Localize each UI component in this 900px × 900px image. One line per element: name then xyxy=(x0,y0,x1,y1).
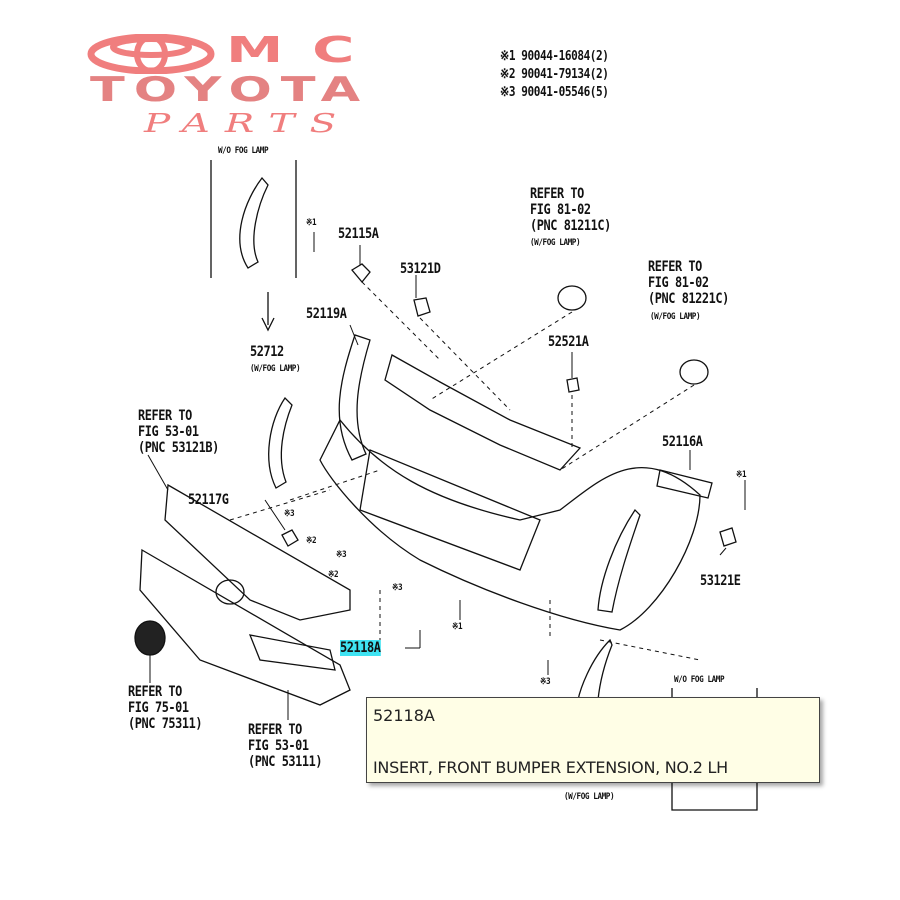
fastener-note-3: ※3 90041-05546(5) xyxy=(500,85,609,100)
fastener-note-2: ※2 90041-79134(2) xyxy=(500,67,609,82)
ref-81211c-line1: REFER TO xyxy=(530,186,584,202)
toyota-emblem-icon xyxy=(87,34,215,74)
part-52116A[interactable]: 52116A xyxy=(662,434,703,450)
part-52119A[interactable]: 52119A xyxy=(306,306,347,322)
label-wo-fog-lamp-top: W/O FOG LAMP xyxy=(218,146,269,156)
ref-53121b-line1: REFER TO xyxy=(138,408,192,424)
ref-81221c-line4: (W/FOG LAMP) xyxy=(650,312,701,322)
part-53121E[interactable]: 53121E xyxy=(700,573,741,589)
part-52712-note: (W/FOG LAMP) xyxy=(250,364,301,374)
part-52521A[interactable]: 52521A xyxy=(548,334,589,350)
ref-53121b-line3: (PNC 53121B) xyxy=(138,440,219,456)
ref-81211c-line4: (W/FOG LAMP) xyxy=(530,238,581,248)
ref-81221c-line3: (PNC 81221C) xyxy=(648,291,729,307)
logo-toyota: TOYOTA xyxy=(90,70,370,110)
label-mark3-c: ※3 xyxy=(392,583,403,593)
logo-mc: MC xyxy=(226,30,384,71)
label-mark3-a: ※3 xyxy=(284,509,295,519)
ref-81221c-line1: REFER TO xyxy=(648,259,702,275)
part-52712[interactable]: 52712 xyxy=(250,344,284,360)
ref-75311-line3: (PNC 75311) xyxy=(128,716,203,732)
ref-75311-line1: REFER TO xyxy=(128,684,182,700)
ref-53111-line2: FIG 53-01 xyxy=(248,738,309,754)
part-tooltip: 52118A INSERT, FRONT BUMPER EXTENSION, N… xyxy=(366,697,820,783)
part-52118A[interactable]: 52118A xyxy=(340,640,381,656)
part-shapes xyxy=(134,176,737,706)
label-w-fog-lamp-bottom: (W/FOG LAMP) xyxy=(564,792,615,802)
ref-53111-line1: REFER TO xyxy=(248,722,302,738)
ref-81211c-line3: (PNC 81211C) xyxy=(530,218,611,234)
ref-81221c-line2: FIG 81-02 xyxy=(648,275,709,291)
ref-75311-line2: FIG 75-01 xyxy=(128,700,189,716)
ref-53121b-line2: FIG 53-01 xyxy=(138,424,199,440)
label-mark1-b: ※1 xyxy=(736,470,747,480)
omc-toyota-parts-logo: MC TOYOTA PARTS xyxy=(86,32,416,142)
ref-53111-line3: (PNC 53111) xyxy=(248,754,323,770)
tooltip-part-code: 52118A xyxy=(373,706,435,725)
tooltip-part-description: INSERT, FRONT BUMPER EXTENSION, NO.2 LH xyxy=(373,758,728,777)
part-52115A[interactable]: 52115A xyxy=(338,226,379,242)
ref-81211c-line2: FIG 81-02 xyxy=(530,202,591,218)
label-mark3-d: ※3 xyxy=(540,677,551,687)
label-mark2-a: ※2 xyxy=(306,536,317,546)
label-mark1-a: ※1 xyxy=(306,218,317,228)
part-52118A-highlight[interactable]: 52118A xyxy=(340,640,381,656)
label-mark2-b: ※2 xyxy=(328,570,339,580)
part-52117G[interactable]: 52117G xyxy=(188,492,229,508)
label-mark1-c: ※1 xyxy=(452,622,463,632)
solid-leaders xyxy=(147,232,746,720)
fastener-note-1: ※1 90044-16084(2) xyxy=(500,49,609,64)
part-53121D[interactable]: 53121D xyxy=(400,261,441,277)
leader-lines xyxy=(229,281,701,661)
label-mark3-b: ※3 xyxy=(336,550,347,560)
logo-parts: PARTS xyxy=(144,109,352,139)
label-wo-fog-lamp-bottom: W/O FOG LAMP xyxy=(674,675,725,685)
